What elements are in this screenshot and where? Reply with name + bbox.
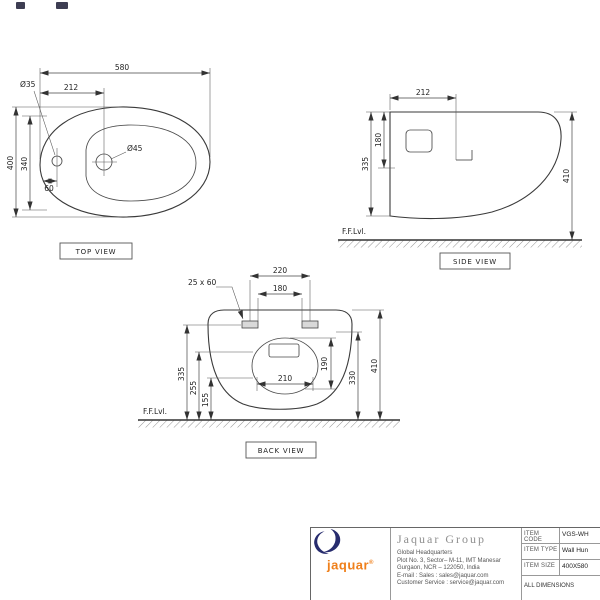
dim-bowl-bottom-height: 155 (201, 378, 214, 420)
item-code-label: ITEM CODE (522, 528, 560, 543)
dim-side-total-height-value: 410 (562, 169, 571, 184)
side-view-label: SIDE VIEW (439, 252, 511, 270)
dim-bolt-span-value: 220 (273, 266, 288, 275)
dim-side-total-height: 410 (562, 112, 575, 240)
item-code-value: VGS-WH (562, 531, 589, 538)
brand-name: jaquar (327, 557, 370, 573)
top-view-label: TOP VIEW (59, 242, 133, 260)
bidet-top-outline (39, 106, 211, 218)
dim-side-tank-height-value: 180 (374, 133, 383, 148)
dim-top-width-value: 580 (115, 63, 130, 72)
company-info-cell: Jaquar Group Global Headquarters Plot No… (391, 528, 521, 600)
item-row: ITEM CODE VGS-WH (522, 528, 600, 544)
spout-detail (268, 343, 300, 358)
dim-bolt-span: 220 (250, 266, 310, 279)
bidet-side-profile (389, 111, 562, 220)
dim-spout-height-value: 255 (189, 381, 198, 396)
floor-line-back: F.F.Lvl. (138, 407, 400, 428)
dim-faucet-hole-dia: Ø35 (20, 80, 56, 156)
dim-back-total-height-value: 410 (370, 359, 379, 374)
address-line: Plot No. 3, Sector– M-11, IMT Manesar (397, 557, 501, 564)
dim-bowl-bottom-height-value: 155 (201, 393, 210, 408)
bidet-back-outline (207, 309, 353, 410)
dim-faucet-offset: 60 (43, 178, 57, 193)
bolt-slot-left (241, 320, 259, 329)
dim-rim-height-value: 330 (348, 371, 357, 386)
dim-side-depth: 212 (390, 88, 456, 101)
address-line: E-mail : Sales : sales@jaquar.com (397, 572, 489, 579)
floor-label-back: F.F.Lvl. (143, 407, 167, 416)
side-view-label-text: SIDE VIEW (453, 258, 497, 266)
back-view-label-text: BACK VIEW (258, 447, 305, 455)
dim-bolt-height: 335 (177, 325, 190, 420)
dim-drain-offset-value: 212 (64, 83, 79, 92)
dim-top-inner-depth-value: 340 (20, 157, 29, 172)
dimensions-footnote: ALL DIMENSIONS (524, 583, 575, 589)
frame-marks (16, 2, 68, 9)
item-type-label: ITEM TYPE (522, 544, 560, 559)
dim-top-width: 580 (40, 63, 210, 76)
dim-drain-offset: 212 (40, 83, 104, 96)
floor-label-side: F.F.Lvl. (342, 227, 366, 236)
jaquar-logo-icon (314, 528, 341, 554)
top-view: 580 212 Ø35 Ø45 400 340 60 (6, 63, 211, 260)
dim-rim-height: 330 (348, 332, 361, 420)
item-type-value: Wall Hun (562, 547, 589, 554)
registered-mark: ® (369, 560, 374, 567)
dim-bolt-slot: 25 x 60 (188, 278, 244, 320)
dim-top-inner-depth: 340 (20, 116, 33, 210)
address-line: Customer Service : service@jaquar.com (397, 580, 505, 586)
item-size-label: ITEM SIZE (522, 560, 560, 575)
bowl-opening (251, 337, 319, 395)
dim-back-total-height: 410 (370, 310, 383, 420)
item-table: ITEM CODE VGS-WH ITEM TYPE Wall Hun ITEM… (521, 528, 600, 600)
dim-bowl-width: 210 (257, 374, 313, 387)
item-row: ITEM TYPE Wall Hun (522, 544, 600, 560)
back-view-label: BACK VIEW (245, 441, 317, 459)
dim-bolt-height-value: 335 (177, 367, 186, 382)
address-line: Global Headquarters (397, 550, 453, 556)
dim-spout-height: 255 (189, 352, 202, 420)
dim-side-tank-height: 180 (374, 112, 387, 168)
dim-drain-hole-dia: Ø45 (110, 144, 143, 160)
dim-side-body-height-value: 335 (361, 157, 370, 172)
back-view: 220 180 25 x 60 210 190 330 (138, 266, 400, 459)
top-view-label-text: TOP VIEW (75, 248, 117, 256)
bolt-slot-right (301, 320, 319, 329)
dim-bolt-span-inner: 180 (258, 284, 302, 297)
inspection-port (405, 129, 433, 153)
floor-line-side: F.F.Lvl. (338, 227, 582, 248)
bidet-top-inner-rim (85, 124, 197, 202)
dim-side-body-height: 335 (361, 112, 374, 216)
dim-bowl-height-value: 190 (320, 357, 329, 372)
side-view: 212 180 335 410 F.F.Lvl. SIDE VIEW (338, 88, 582, 270)
address-line: Gurgaon, NCR – 122050, India (397, 565, 480, 571)
dim-side-depth-value: 212 (416, 88, 431, 97)
company-name: Jaquar Group (397, 532, 486, 546)
logo-cell: jaquar® (311, 528, 391, 600)
dim-bowl-width-value: 210 (278, 374, 293, 383)
item-size-value: 400X580 (562, 563, 589, 570)
dim-faucet-dia-value: Ø35 (20, 80, 36, 89)
frame-mark-icon (56, 2, 68, 9)
dim-faucet-offset-value: 60 (44, 184, 54, 193)
title-block: jaquar® Jaquar Group Global Headquarters… (310, 527, 600, 600)
dim-top-depth-value: 400 (6, 156, 15, 171)
dim-bolt-slot-value: 25 x 60 (188, 278, 217, 287)
dim-bolt-span-inner-value: 180 (273, 284, 288, 293)
dim-bowl-height: 190 (320, 338, 334, 389)
item-row: ITEM SIZE 400X580 (522, 560, 600, 576)
dim-top-depth: 400 (6, 107, 19, 217)
frame-mark-icon (16, 2, 25, 9)
dim-drain-dia-value: Ø45 (127, 144, 143, 153)
brand-wordmark: jaquar® (327, 557, 374, 573)
